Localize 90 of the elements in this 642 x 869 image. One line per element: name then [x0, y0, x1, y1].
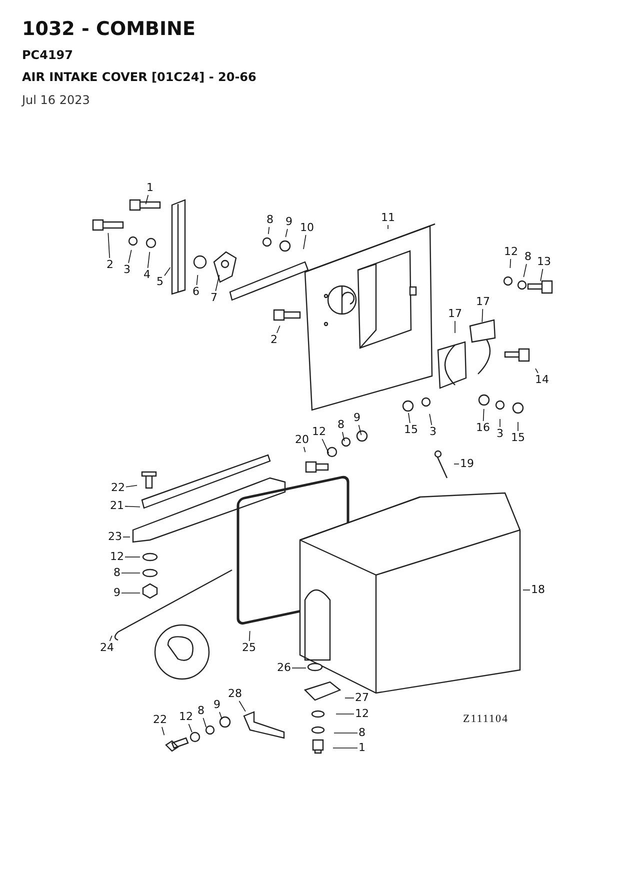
callout-number: 3	[124, 264, 130, 276]
leader-line	[145, 194, 149, 204]
callout-number: 12	[179, 711, 193, 723]
leader-line	[109, 635, 112, 642]
callout-number: 19	[460, 458, 474, 470]
callout-number: 2	[106, 259, 114, 271]
page-title: 1032 - COMBINE	[22, 18, 196, 40]
callout-number: 8	[338, 419, 344, 431]
leader-line	[454, 320, 456, 334]
callout-number: 8	[198, 705, 204, 717]
callout-number: 2	[270, 334, 278, 346]
callout-number: 13	[537, 256, 551, 268]
callout-number: 1	[146, 182, 154, 194]
callout-number: 8	[266, 214, 274, 226]
callout-number: 12	[312, 426, 326, 438]
leader-line	[276, 325, 280, 334]
callout-number: 6	[192, 286, 200, 298]
callout-number: 3	[430, 426, 436, 438]
callout-number: 1	[358, 742, 366, 754]
callout-number: 15	[511, 432, 525, 444]
leader-line	[196, 274, 198, 286]
leader-line	[162, 726, 165, 736]
callout-number: 17	[448, 308, 462, 320]
callout-number: 20	[295, 434, 309, 446]
callout-number: 10	[300, 222, 314, 234]
callout-number: 22	[111, 482, 125, 494]
callout-number: 17	[476, 296, 490, 308]
callout-number: 25	[242, 642, 256, 654]
section-title: AIR INTAKE COVER [01C24] - 20-66	[22, 70, 256, 84]
callout-number: 9	[354, 412, 360, 424]
leader-line	[126, 485, 138, 488]
callout-number: 12	[504, 246, 518, 258]
leader-line	[358, 424, 362, 436]
leader-line	[540, 268, 544, 282]
callout-number: 12	[355, 708, 369, 720]
date: Jul 16 2023	[22, 93, 90, 107]
callout-number: 9	[114, 587, 120, 599]
callout-number: 5	[156, 276, 164, 288]
leader-line	[408, 412, 410, 424]
leader-line	[482, 308, 484, 322]
leader-line	[238, 700, 246, 712]
leader-line	[147, 252, 150, 268]
callout-number: 16	[476, 422, 490, 434]
leader-line	[164, 267, 171, 276]
callout-number: 3	[496, 428, 504, 440]
leader-line	[482, 408, 484, 422]
callout-number: 21	[110, 500, 124, 512]
leader-line	[535, 368, 538, 374]
part-number: PC4197	[22, 48, 73, 62]
callout-number: 15	[404, 424, 418, 436]
leader-line	[219, 712, 222, 720]
leader-line	[285, 228, 288, 238]
leader-line	[121, 572, 140, 574]
leader-line	[124, 556, 140, 558]
leader-line	[202, 718, 206, 728]
callout-number: 4	[144, 269, 150, 281]
callout-number: 27	[355, 692, 369, 704]
leader-line	[128, 250, 132, 264]
callout-number: 8	[114, 567, 120, 579]
callout-number: 8	[524, 251, 532, 263]
callout-number: 11	[381, 212, 395, 224]
leader-line	[124, 506, 140, 508]
leader-line	[188, 724, 192, 733]
callout-number: 22	[153, 714, 167, 726]
drawing-number: Z111104	[463, 713, 508, 725]
leader-line	[303, 234, 306, 250]
callout-number: 9	[214, 699, 220, 711]
leader-line	[322, 438, 330, 454]
callout-number: 18	[531, 584, 545, 596]
callout-number: 26	[277, 662, 291, 674]
callout-number: 12	[110, 551, 124, 563]
leader-line	[215, 274, 220, 292]
leader-line	[342, 432, 345, 442]
leader-line	[122, 536, 130, 538]
leader-line	[121, 592, 140, 594]
leader-line	[510, 258, 512, 268]
leader-line	[268, 226, 270, 234]
leader-line	[303, 446, 306, 452]
leader-line	[334, 732, 358, 734]
callout-number: 14	[535, 374, 549, 386]
callout-number: 28	[228, 688, 242, 700]
callout-number: 9	[286, 216, 292, 228]
leader-line	[248, 630, 250, 642]
callout-number: 7	[210, 292, 218, 304]
leader-line	[523, 264, 527, 278]
callout-number: 23	[108, 531, 122, 543]
callout-number: 24	[100, 642, 114, 654]
leader-line	[429, 414, 432, 426]
leader-line	[108, 232, 110, 258]
callout-number: 8	[358, 727, 366, 739]
